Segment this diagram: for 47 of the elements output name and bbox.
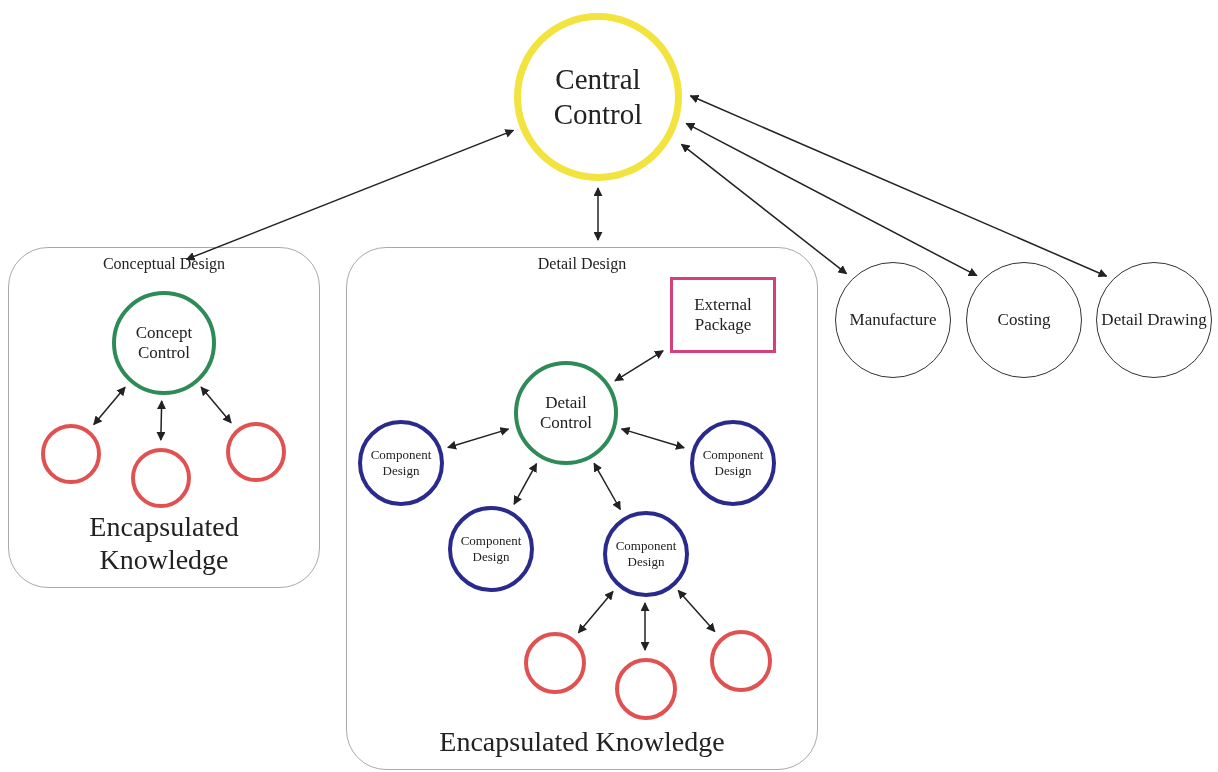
knowledge-circle bbox=[226, 422, 286, 482]
knowledge-circle bbox=[615, 658, 677, 720]
double-arrow bbox=[614, 350, 664, 382]
package-box bbox=[670, 277, 776, 353]
double-arrow bbox=[93, 386, 126, 426]
node-label: Costing bbox=[996, 309, 1052, 331]
double-arrow bbox=[685, 122, 978, 277]
knowledge-circle bbox=[41, 424, 101, 484]
group-title: Detail Design bbox=[536, 254, 628, 274]
node-label: Component Design bbox=[701, 447, 765, 479]
node-label: Component Design bbox=[369, 447, 433, 479]
double-arrow bbox=[513, 462, 538, 505]
double-arrow bbox=[185, 129, 515, 261]
double-arrow bbox=[640, 602, 650, 651]
double-arrow bbox=[593, 462, 622, 511]
component-circle bbox=[358, 420, 444, 506]
control-circle bbox=[514, 13, 682, 181]
group-title: Conceptual Design bbox=[101, 254, 227, 274]
knowledge-circle bbox=[131, 448, 191, 508]
double-arrow bbox=[593, 187, 603, 241]
component-circle bbox=[448, 506, 534, 592]
double-arrow bbox=[156, 400, 166, 441]
group-panel bbox=[346, 247, 818, 770]
double-arrow bbox=[620, 426, 685, 450]
node-label: External Package bbox=[693, 294, 753, 336]
node-label: Component Design bbox=[614, 538, 678, 570]
knowledge-circle bbox=[710, 630, 772, 692]
node-label: Concept Control bbox=[134, 322, 194, 364]
double-arrow bbox=[577, 590, 614, 634]
control-circle bbox=[112, 291, 216, 395]
double-arrow bbox=[689, 94, 1108, 278]
node-label: Component Design bbox=[459, 533, 523, 565]
double-arrow bbox=[447, 427, 510, 450]
double-arrow bbox=[200, 386, 232, 424]
component-circle bbox=[603, 511, 689, 597]
knowledge-circle bbox=[524, 632, 586, 694]
group-panel bbox=[8, 247, 320, 588]
double-arrow bbox=[677, 589, 716, 633]
control-circle bbox=[514, 361, 618, 465]
node-label: Detail Drawing bbox=[1100, 309, 1208, 331]
group-caption: Encapsulated Knowledge bbox=[438, 725, 726, 759]
group-caption: Encapsulated Knowledge bbox=[88, 509, 240, 577]
node-label: Detail Control bbox=[539, 392, 593, 434]
node-label: Manufacture bbox=[848, 309, 938, 331]
component-circle bbox=[690, 420, 776, 506]
double-arrow bbox=[680, 143, 848, 275]
node-label: Central Control bbox=[552, 62, 644, 132]
